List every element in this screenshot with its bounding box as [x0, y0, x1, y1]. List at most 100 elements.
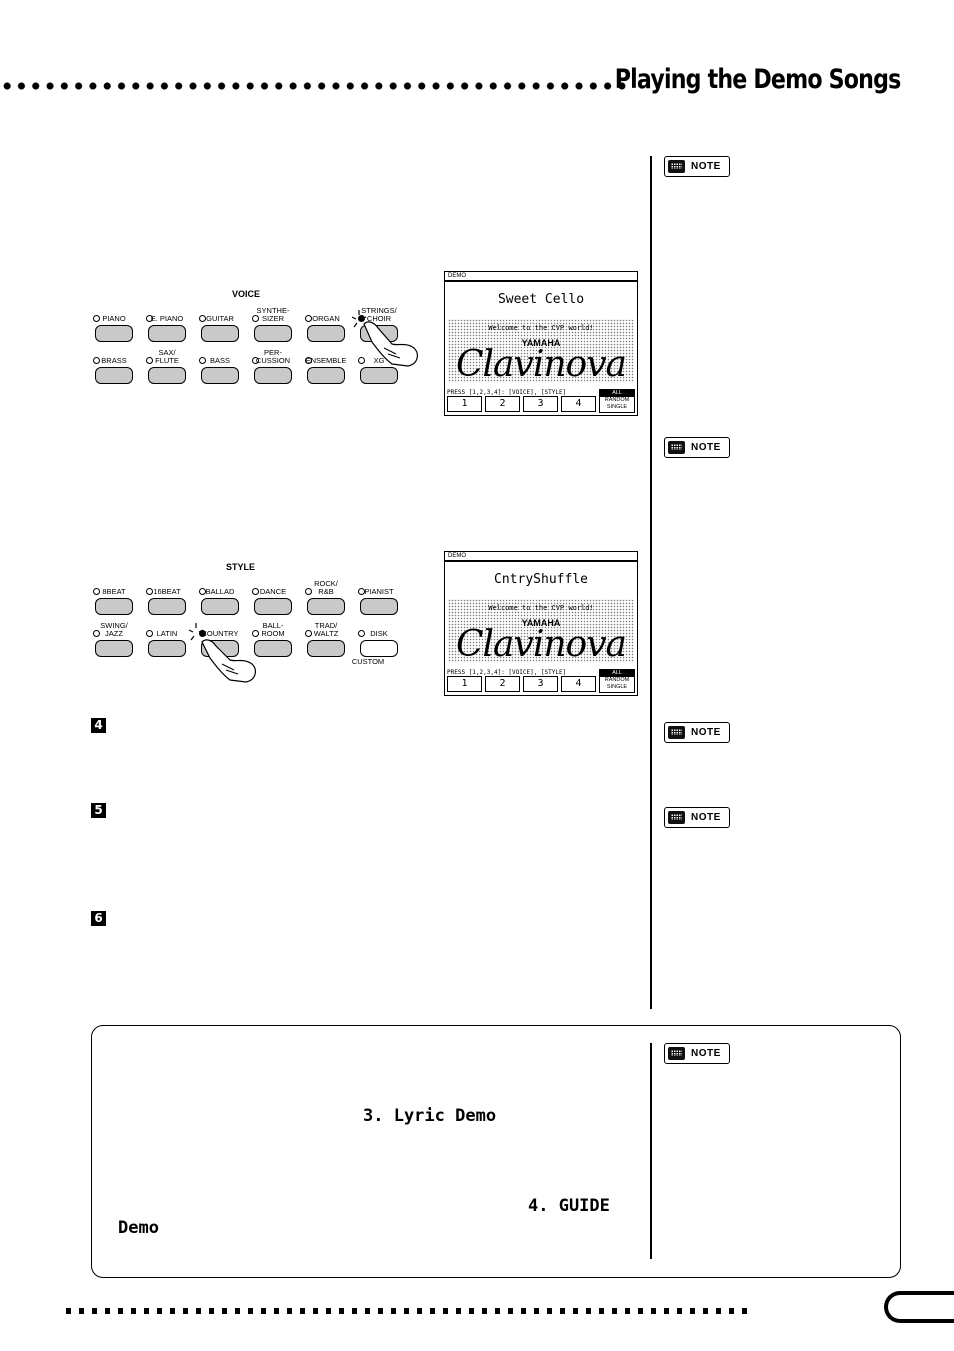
lcd-background: [448, 599, 634, 663]
step-marker: 5: [91, 803, 106, 818]
guide-demo-label: 4. GUIDE: [528, 1196, 610, 1216]
lcd-num-1[interactable]: 1: [447, 676, 482, 692]
lcd-song-name: Sweet Cello: [497, 292, 585, 307]
note-icon: [668, 1047, 685, 1060]
lcd-header: DEMO: [445, 552, 637, 562]
note-badge: NOTE: [664, 156, 730, 177]
lcd-num-4[interactable]: 4: [561, 396, 596, 412]
lcd-num-3[interactable]: 3: [523, 676, 558, 692]
custom-label: CUSTOM: [351, 657, 385, 666]
indicator-led: [146, 630, 153, 637]
lcd-num-3[interactable]: 3: [523, 396, 558, 412]
indicator-led: [358, 315, 365, 322]
page-title: Playing the Demo Songs: [614, 64, 901, 95]
note-icon: [668, 726, 685, 739]
panel-button[interactable]: [307, 325, 345, 342]
panel-button[interactable]: [307, 367, 345, 384]
button-label: DISK: [370, 629, 388, 638]
panel-button[interactable]: [201, 367, 239, 384]
panel-button[interactable]: [254, 367, 292, 384]
button-label: SWING/ JAZZ: [100, 621, 128, 638]
lcd-press-hint: PRESS [1,2,3,4]: [VOICE], [STYLE]: [447, 389, 567, 396]
indicator-led: [305, 630, 312, 637]
panel-button[interactable]: [307, 598, 345, 615]
note-badge: NOTE: [664, 722, 730, 743]
button-label: 16BEAT: [153, 587, 181, 596]
pointing-hand-icon: [201, 639, 256, 683]
note-icon: [668, 441, 685, 454]
panel-button[interactable]: [148, 640, 186, 657]
led-flash-icon: [351, 310, 367, 328]
panel-button[interactable]: [95, 640, 133, 657]
button-label: BALLAD: [205, 587, 235, 596]
panel-button[interactable]: [148, 367, 186, 384]
note-icon: [668, 811, 685, 824]
lcd-song-name: CntryShuffle: [494, 572, 588, 587]
lcd-welcome: Welcome to the CVP world!: [488, 324, 594, 332]
guide-demo-label-cont: Demo: [118, 1218, 159, 1238]
panel-button[interactable]: [360, 598, 398, 615]
button-label: BASS: [209, 356, 230, 365]
voice-panel-title: VOICE: [232, 289, 261, 299]
indicator-led: [252, 315, 259, 322]
panel-button[interactable]: [148, 598, 186, 615]
button-label: ROCK/ R&B: [314, 579, 338, 596]
lcd-num-4[interactable]: 4: [561, 676, 596, 692]
indicator-led: [358, 357, 365, 364]
lcd-mode-box[interactable]: ALL RANDOM SINGLE: [599, 389, 635, 413]
panel-button[interactable]: [95, 325, 133, 342]
indicator-led: [93, 315, 100, 322]
lcd-number-buttons: 1 2 3 4: [447, 396, 596, 412]
button-label: BALL- ROOM: [261, 621, 285, 638]
lcd-num-1[interactable]: 1: [447, 396, 482, 412]
lyric-demo-label: 3. Lyric Demo: [363, 1106, 497, 1126]
lcd-mode-box[interactable]: ALL RANDOM SINGLE: [599, 669, 635, 693]
panel-button[interactable]: [95, 367, 133, 384]
lcd-header: DEMO: [445, 272, 637, 282]
indicator-led: [199, 588, 206, 595]
lcd-num-2[interactable]: 2: [485, 676, 520, 692]
indicator-led: [199, 315, 206, 322]
lcd-num-2[interactable]: 2: [485, 396, 520, 412]
panel-button[interactable]: [95, 598, 133, 615]
note-badge: NOTE: [664, 1043, 730, 1064]
step-marker: 4: [91, 718, 106, 733]
panel-button[interactable]: [254, 325, 292, 342]
indicator-led: [146, 315, 153, 322]
lcd-logo: Clavinova: [455, 624, 627, 665]
panel-button[interactable]: [360, 640, 398, 657]
panel-button[interactable]: [148, 325, 186, 342]
button-label: GUITAR: [206, 314, 234, 323]
panel-button[interactable]: [360, 367, 398, 384]
button-label: PER- CUSSION: [255, 348, 291, 365]
button-label: ENSEMBLE: [305, 356, 347, 365]
indicator-led: [93, 630, 100, 637]
button-label: 8BEAT: [102, 587, 126, 596]
lcd-number-buttons: 1 2 3 4: [447, 676, 596, 692]
button-label: XG: [373, 356, 385, 365]
panel-button[interactable]: [254, 640, 292, 657]
button-label: COUNTRY: [201, 629, 239, 638]
panel-button[interactable]: [201, 598, 239, 615]
step-marker: 6: [91, 911, 106, 926]
note-badge: NOTE: [664, 437, 730, 458]
indicator-led: [93, 588, 100, 595]
button-label: DANCE: [259, 587, 287, 596]
led-flash-icon: [188, 623, 204, 641]
button-label: LATIN: [156, 629, 178, 638]
lcd-press-hint: PRESS [1,2,3,4]: [VOICE], [STYLE]: [447, 669, 567, 676]
lcd-screen: DEMO CntryShuffle Welcome to the CVP wor…: [444, 551, 638, 696]
panel-button[interactable]: [254, 598, 292, 615]
info-box: [91, 1025, 901, 1278]
button-label: ORGAN: [312, 314, 340, 323]
panel-button[interactable]: [201, 325, 239, 342]
indicator-led: [358, 588, 365, 595]
lcd-brand: YAMAHA: [521, 618, 561, 628]
page-number-tab: [884, 1291, 954, 1323]
lcd-screen: DEMO Sweet Cello Welcome to the CVP worl…: [444, 271, 638, 416]
indicator-led: [199, 357, 206, 364]
column-divider: [650, 156, 652, 1009]
panel-button[interactable]: [307, 640, 345, 657]
indicator-led: [252, 588, 259, 595]
indicator-led: [146, 588, 153, 595]
